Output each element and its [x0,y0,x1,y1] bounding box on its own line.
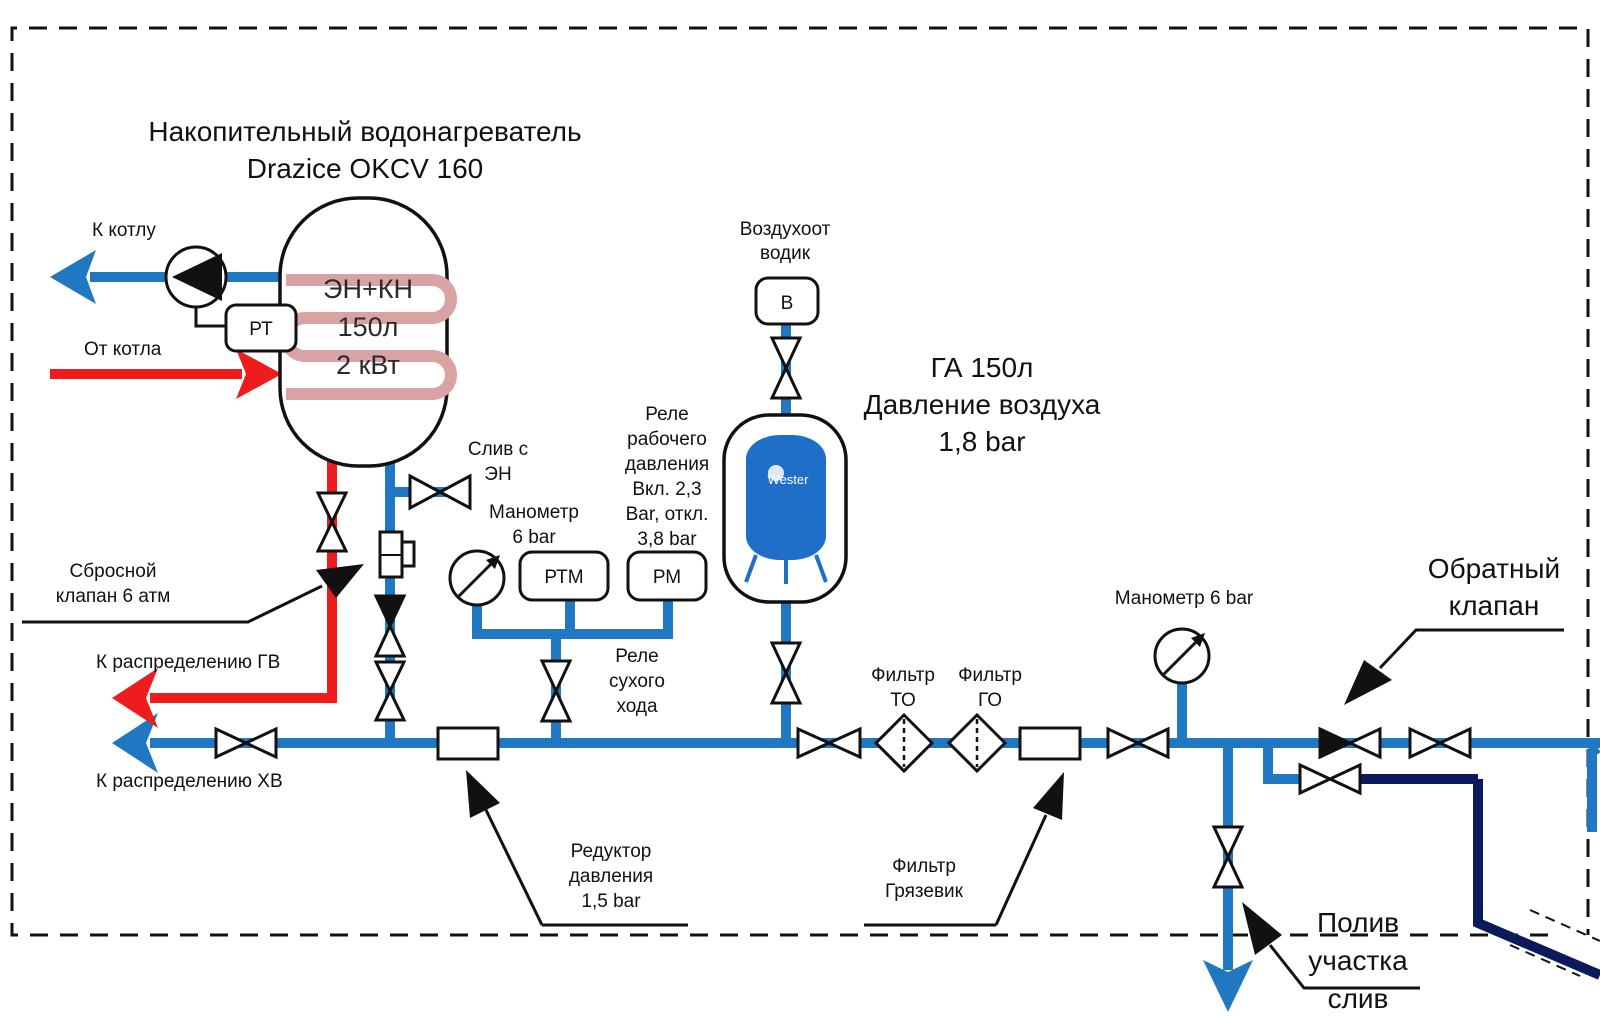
air-vent-box [754,276,820,326]
rt-connector [194,307,226,328]
pm-label: РМ [653,567,681,588]
inlet-valve-1-icon [373,594,407,658]
reducer-arrow [466,770,500,818]
manometer-label-2: 6 bar [512,527,556,548]
irrigation-label-1: Полив [1317,907,1399,938]
check-valve-icon [1318,726,1382,760]
safety-valve-label-1: Сбросной [70,561,157,582]
air-vent-label-1: Воздухоот [740,219,831,240]
heater-title-2: Drazice OKCV 160 [247,153,484,184]
boundary-dashed [10,26,1590,937]
cold-out-valve-icon [214,726,278,760]
air-vent-box-label: В [781,293,794,314]
main-end-valve-icon [1408,726,1472,760]
drain-en-label-1: Слив с [468,439,528,460]
filter-to-label-1: Фильтр [871,665,935,686]
reducer-label-1: Редуктор [571,841,652,862]
air-vent-valve-icon [769,336,803,400]
mud-filter-label-2: Грязевик [885,881,964,902]
relay-work-label-6: 3,8 bar [637,529,697,550]
from-boiler-arrow [236,349,282,399]
safety-valve-icon [378,530,416,579]
filter-to-icon [873,712,935,774]
sensor-valve-icon [539,659,573,723]
safety-valve-leader [22,584,323,624]
mud-filter-arrow [1033,772,1064,820]
irrigation-label-3: слив [1328,983,1389,1014]
from-boiler-label: От котла [84,339,162,360]
sleeve-dashed [1509,909,1600,977]
irrigation-callout-arrow [1242,902,1282,955]
drain-en-label-2: ЭН [484,464,511,485]
manometer2-label: Манометр 6 bar [1115,588,1254,609]
reducer-label-2: давления [569,866,653,887]
mud-filter [1018,726,1082,761]
reducer-leader-d [484,809,544,926]
cold-distribution-label: К распределению ХВ [96,771,283,792]
check-valve-arrow [1344,660,1392,705]
hot-distribution-label: К распределению ГВ [96,652,280,673]
relay-work-label-1: Реле [645,404,688,425]
irrigation-label-2: участка [1308,945,1408,976]
coil-label-1: ЭН+КН [323,274,413,304]
check-valve-leader [1378,628,1564,670]
right-riser-pipe [1587,743,1600,832]
drain-valve-icon [408,473,472,511]
tank-valve-icon [769,641,803,705]
coil-label-2: 150л [338,312,399,342]
relay-work-label-3: давления [625,454,709,475]
filter-valve-icon [796,726,862,760]
bypass-pipe [1263,743,1300,784]
rtm-box [518,550,610,602]
filter-go-label-2: ГО [978,690,1002,711]
check-valve-label-1: Обратный [1428,553,1560,584]
coil-label-3: 2 кВт [336,350,400,380]
manometer-gauge-icon [448,549,506,607]
manometer2-gauge-icon [1153,627,1211,685]
tank-label-3: 1,8 bar [938,426,1025,457]
rt-box [224,303,298,353]
relay-dry-label-2: сухого [609,671,665,692]
air-vent-label-2: водик [760,243,811,264]
expansion-tank-icon: Wester [744,435,828,584]
relay-dry-label-3: хода [616,696,658,717]
relay-work-label-2: рабочего [627,429,707,450]
mud-filter-label-1: Фильтр [892,856,956,877]
safety-valve-label-2: клапан 6 атм [56,586,171,607]
manometer2-valve-icon [1106,726,1170,760]
heater-title-1: Накопительный водонагреватель [148,116,581,147]
pm-box [626,550,708,602]
tank-label-1: ГА 150л [931,352,1034,383]
tank-label-2: Давление воздуха [864,389,1101,420]
reducer-label-3: 1,5 bar [581,891,641,912]
bypass-valve-icon [1298,762,1362,796]
pump-triangle [172,253,222,301]
relay-work-label-5: Bar, откл. [626,504,709,525]
irrigation-arrow [1203,960,1253,1012]
manometer-label-1: Манометр [489,502,579,523]
relay-work-label-4: Вкл. 2,3 [632,479,701,500]
filter-go-label-1: Фильтр [958,665,1022,686]
rt-label: РТ [249,319,273,340]
check-valve-label-2: клапан [1449,590,1540,621]
rtm-label: РТМ [544,567,583,588]
cold-distribution-arrow [112,713,158,773]
filter-go-icon [946,712,1008,774]
relay-dry-label-1: Реле [615,646,658,667]
hot-valve-icon [315,491,349,553]
irrigation-valve-icon [1211,825,1245,889]
to-boiler-arrow [50,250,96,304]
hot-distribution-arrow [112,668,158,728]
irrigation-leader [1268,944,1420,990]
mud-filter-leader-d [994,814,1048,926]
to-boiler-label: К котлу [92,220,156,241]
filter-to-label-2: ТО [890,690,916,711]
safety-valve-arrow [316,564,364,598]
pressure-reducer [436,726,500,761]
tank-brand: Wester [768,472,810,487]
inlet-valve-2-icon [373,660,407,722]
supply-pipe-diag [1473,779,1600,980]
